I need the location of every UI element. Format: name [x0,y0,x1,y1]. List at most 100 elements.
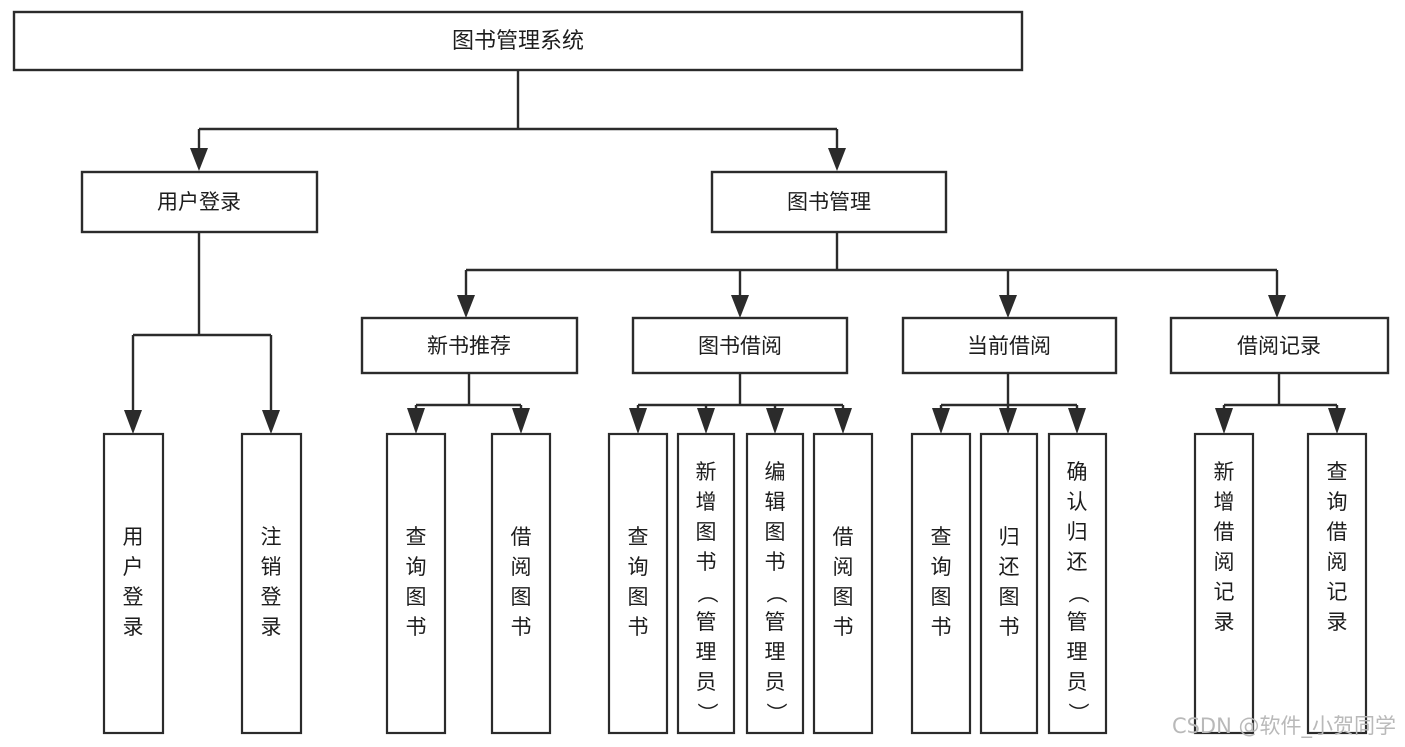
leaf-label-char: 注 [261,525,282,549]
node-root-system[interactable]: 图书管理系统 [12,10,1024,72]
arrow-head-m1-leaf1 [407,408,425,434]
leaf-label-char: 图 [406,585,427,609]
leaf-label-char: 查 [628,525,649,549]
leaf-box [240,432,303,735]
leaf-label-char: 用 [123,525,144,549]
leaf-label-char: ） [695,703,719,724]
node-user-login-box [80,170,319,234]
arrow-head-m2-leaf1 [629,408,647,434]
leaf-label-char: 阅 [1327,550,1348,574]
leaf-label-char: 员 [765,670,786,694]
leaf-label-char: 记 [1327,580,1348,604]
leaf-label-char: 查 [931,525,952,549]
leaf-label-char: 询 [931,555,952,579]
arrow-head-m2-leaf3 [766,408,784,434]
connector-layer [124,70,1346,434]
leaf-box [910,432,972,735]
leaf-label-char: 管 [696,610,717,634]
node-current-borrow[interactable]: 当前借阅 [901,316,1118,375]
node-book-manage-label: 图书管理 [787,190,871,214]
leaf-label-char: 询 [1327,490,1348,514]
arrow-head-m4-leaf1 [1215,408,1233,434]
leaf-label-char: ） [764,703,788,724]
arrow-head-m2-leaf2 [697,408,715,434]
leaf-box [1306,432,1368,735]
leaf-label-char: 理 [696,640,717,664]
leaf-label-char: 确 [1067,460,1088,484]
arrow-head-user-login [190,148,208,171]
node-book-manage[interactable]: 图书管理 [710,170,948,234]
leaf-label-char: 图 [931,585,952,609]
arrow-head-m2-leaf4 [834,408,852,434]
leaf-label-char: 阅 [511,555,532,579]
node-new-book-recommend-label: 新书推荐 [427,334,511,358]
leaf-label-char: 销 [261,555,282,579]
leaf-label-char: 认 [1067,490,1088,514]
leaf-label-char: ） [1066,703,1090,724]
arrow-head-book-manage [828,148,846,171]
node-current-borrow-box [901,316,1118,375]
leaf-label-char: 书 [931,615,952,639]
leaf-label-char: 借 [833,525,854,549]
arrow-head-m1-leaf2 [512,408,530,434]
leaf-label-char: 户 [123,555,144,579]
leaf-user-login-1[interactable]: 用户登录 [102,432,165,735]
leaf-label-char: 询 [406,555,427,579]
leaf-label-vertical: 用户登录 [123,525,144,639]
arrow-head-module-2 [731,295,749,318]
arrow-head-m4-leaf2 [1328,408,1346,434]
leaf-label-char: 借 [1214,520,1235,544]
leaf-label-char: 图 [999,585,1020,609]
node-book-borrow-label: 图书借阅 [698,334,782,358]
leaf-label-char: 查 [406,525,427,549]
leaf-label-char: 查 [1327,460,1348,484]
leaf-label-char: 登 [123,585,144,609]
node-new-book-recommend[interactable]: 新书推荐 [360,316,579,375]
leaf-label-char: 记 [1214,580,1235,604]
node-user-login-label: 用户登录 [157,190,241,214]
node-borrow-record[interactable]: 借阅记录 [1169,316,1390,375]
node-borrow-record-box [1169,316,1390,375]
leaf-label-char: 书 [511,615,532,639]
arrow-head-m3-leaf3 [1068,408,1086,434]
leaf-label-char: 录 [1214,610,1235,634]
leaf-label-char: 图 [628,585,649,609]
leaf-label-char: 书 [765,550,786,574]
leaf-label-char: 员 [696,670,717,694]
leaf-label-char: 录 [261,615,282,639]
arrow-head-module-3 [999,295,1017,318]
leaf-label-char: 录 [1327,610,1348,634]
leaf-label-char: 图 [696,520,717,544]
leaf-label-char: 理 [1067,640,1088,664]
arrow-head-m3-leaf1 [932,408,950,434]
node-user-login[interactable]: 用户登录 [80,170,319,234]
arrow-head-user-leaf2 [262,410,280,434]
leaf-label-char: 新 [696,460,717,484]
leaf-box [385,432,447,735]
leaf-label-char: 书 [406,615,427,639]
node-book-borrow[interactable]: 图书借阅 [631,316,849,375]
node-borrow-record-label: 借阅记录 [1237,334,1321,358]
leaf-label-char: 询 [628,555,649,579]
leaf-label-char: 新 [1214,460,1235,484]
